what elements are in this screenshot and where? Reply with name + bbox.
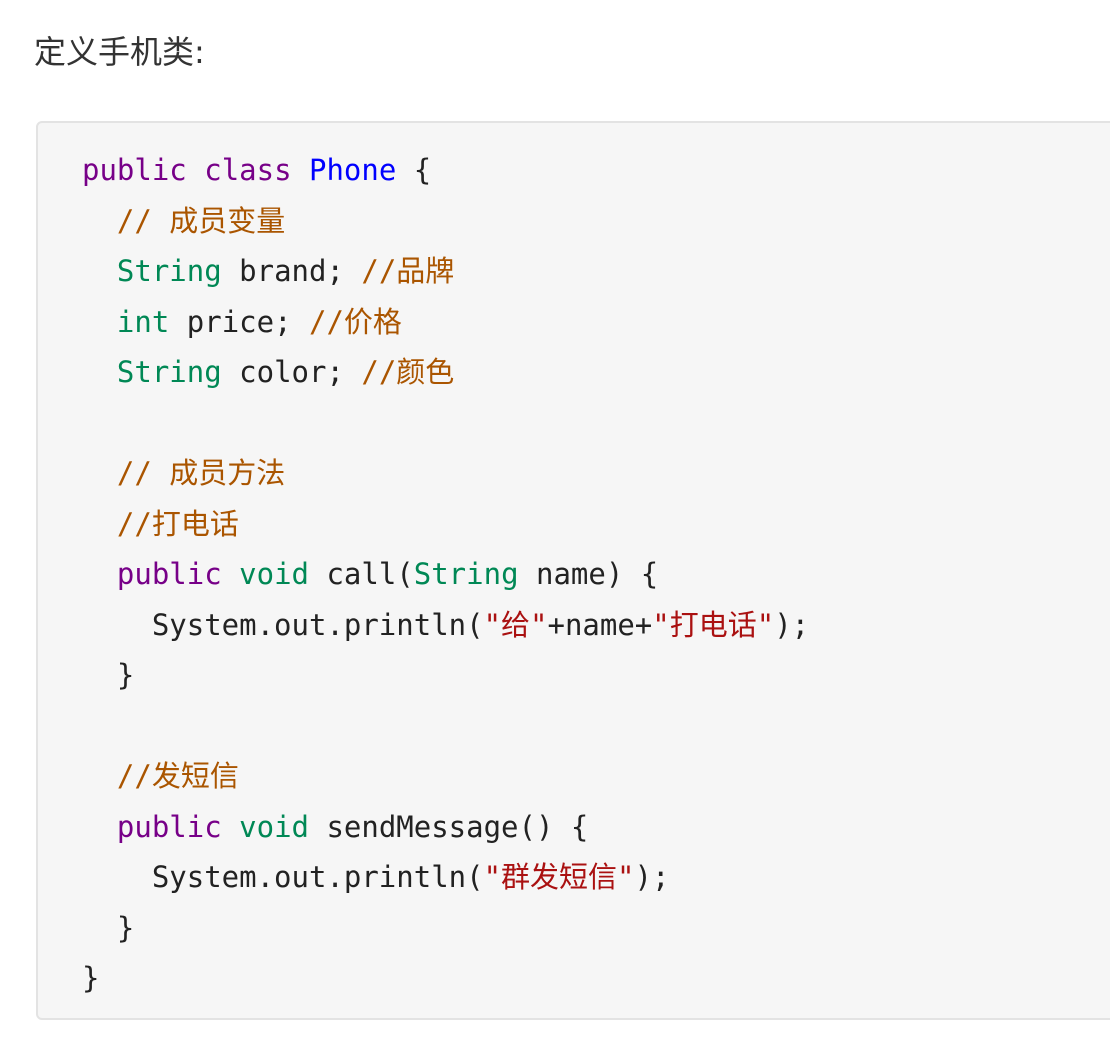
plain-token [82,759,117,793]
plain-token: call( [309,557,414,591]
code-lines: public class Phone { // 成员变量 String bran… [82,145,809,1004]
keyword-token: public [116,809,222,844]
code-line: } [82,650,809,701]
plain-token [222,810,239,844]
plain-token: brand; [221,254,362,288]
code-line: String brand; //品牌 [82,246,809,297]
keyword-token: public [82,153,187,187]
plain-token: sendMessage() { [309,809,589,844]
code-line: } [82,953,809,1004]
plain-token: } [82,910,135,945]
code-line: // 成员变量 [82,196,809,247]
plain-token: } [82,658,135,692]
code-line: public void call(String name) { [82,549,809,600]
comment-token: //打电话 [116,506,239,541]
type-token: int [116,304,170,339]
code-line: System.out.println("给"+name+"打电话"); [82,600,809,651]
keyword-token: class [204,153,292,187]
plain-token: { [396,153,432,187]
plain-token [82,557,117,591]
code-line: //发短信 [82,751,809,802]
plain-token: price; [169,304,309,339]
code-line [82,398,809,449]
type-token: String [116,355,222,389]
plain-token: ); [774,607,810,642]
class-name-token: Phone [309,153,397,187]
type-token: String [413,557,519,591]
string-token: "群发短信" [483,860,635,894]
plain-token [82,507,117,541]
keyword-token: public [116,557,222,591]
plain-token: +name+ [547,607,653,642]
plain-token [82,456,117,490]
plain-token [82,305,117,339]
code-line: public void sendMessage() { [82,802,809,853]
plain-token [82,254,117,288]
comment-token: //发短信 [116,759,239,793]
code-line: // 成员方法 [82,448,809,499]
type-token: String [116,254,222,288]
comment-token: //价格 [309,304,402,339]
comment-token: // 成员变量 [116,203,286,238]
plain-token [292,153,309,187]
code-line: public class Phone { [82,145,809,196]
plain-token: name) { [518,557,659,591]
type-token: void [239,557,309,591]
plain-token [82,204,117,238]
plain-token [82,810,117,844]
comment-token: //颜色 [361,355,455,389]
code-line: int price; //价格 [82,297,809,348]
type-token: void [239,809,309,844]
code-block[interactable]: public class Phone { // 成员变量 String bran… [36,121,1110,1020]
plain-token: System.out.println( [82,607,484,642]
plain-token: } [82,961,100,995]
plain-token [187,153,204,187]
code-line: //打电话 [82,499,809,550]
code-line: String color; //颜色 [82,347,809,398]
plain-token: ); [634,860,670,894]
intro-text: 定义手机类: [34,33,205,71]
plain-token [222,557,239,591]
code-line: System.out.println("群发短信"); [82,852,809,903]
comment-token: // 成员方法 [116,456,286,490]
plain-token: color; [221,355,362,389]
code-line: } [82,903,809,954]
plain-token [82,355,117,389]
plain-token: System.out.println( [82,860,484,894]
comment-token: //品牌 [361,254,455,288]
string-token: "打电话" [652,607,775,642]
code-line [82,701,809,752]
string-token: "给" [483,607,548,642]
